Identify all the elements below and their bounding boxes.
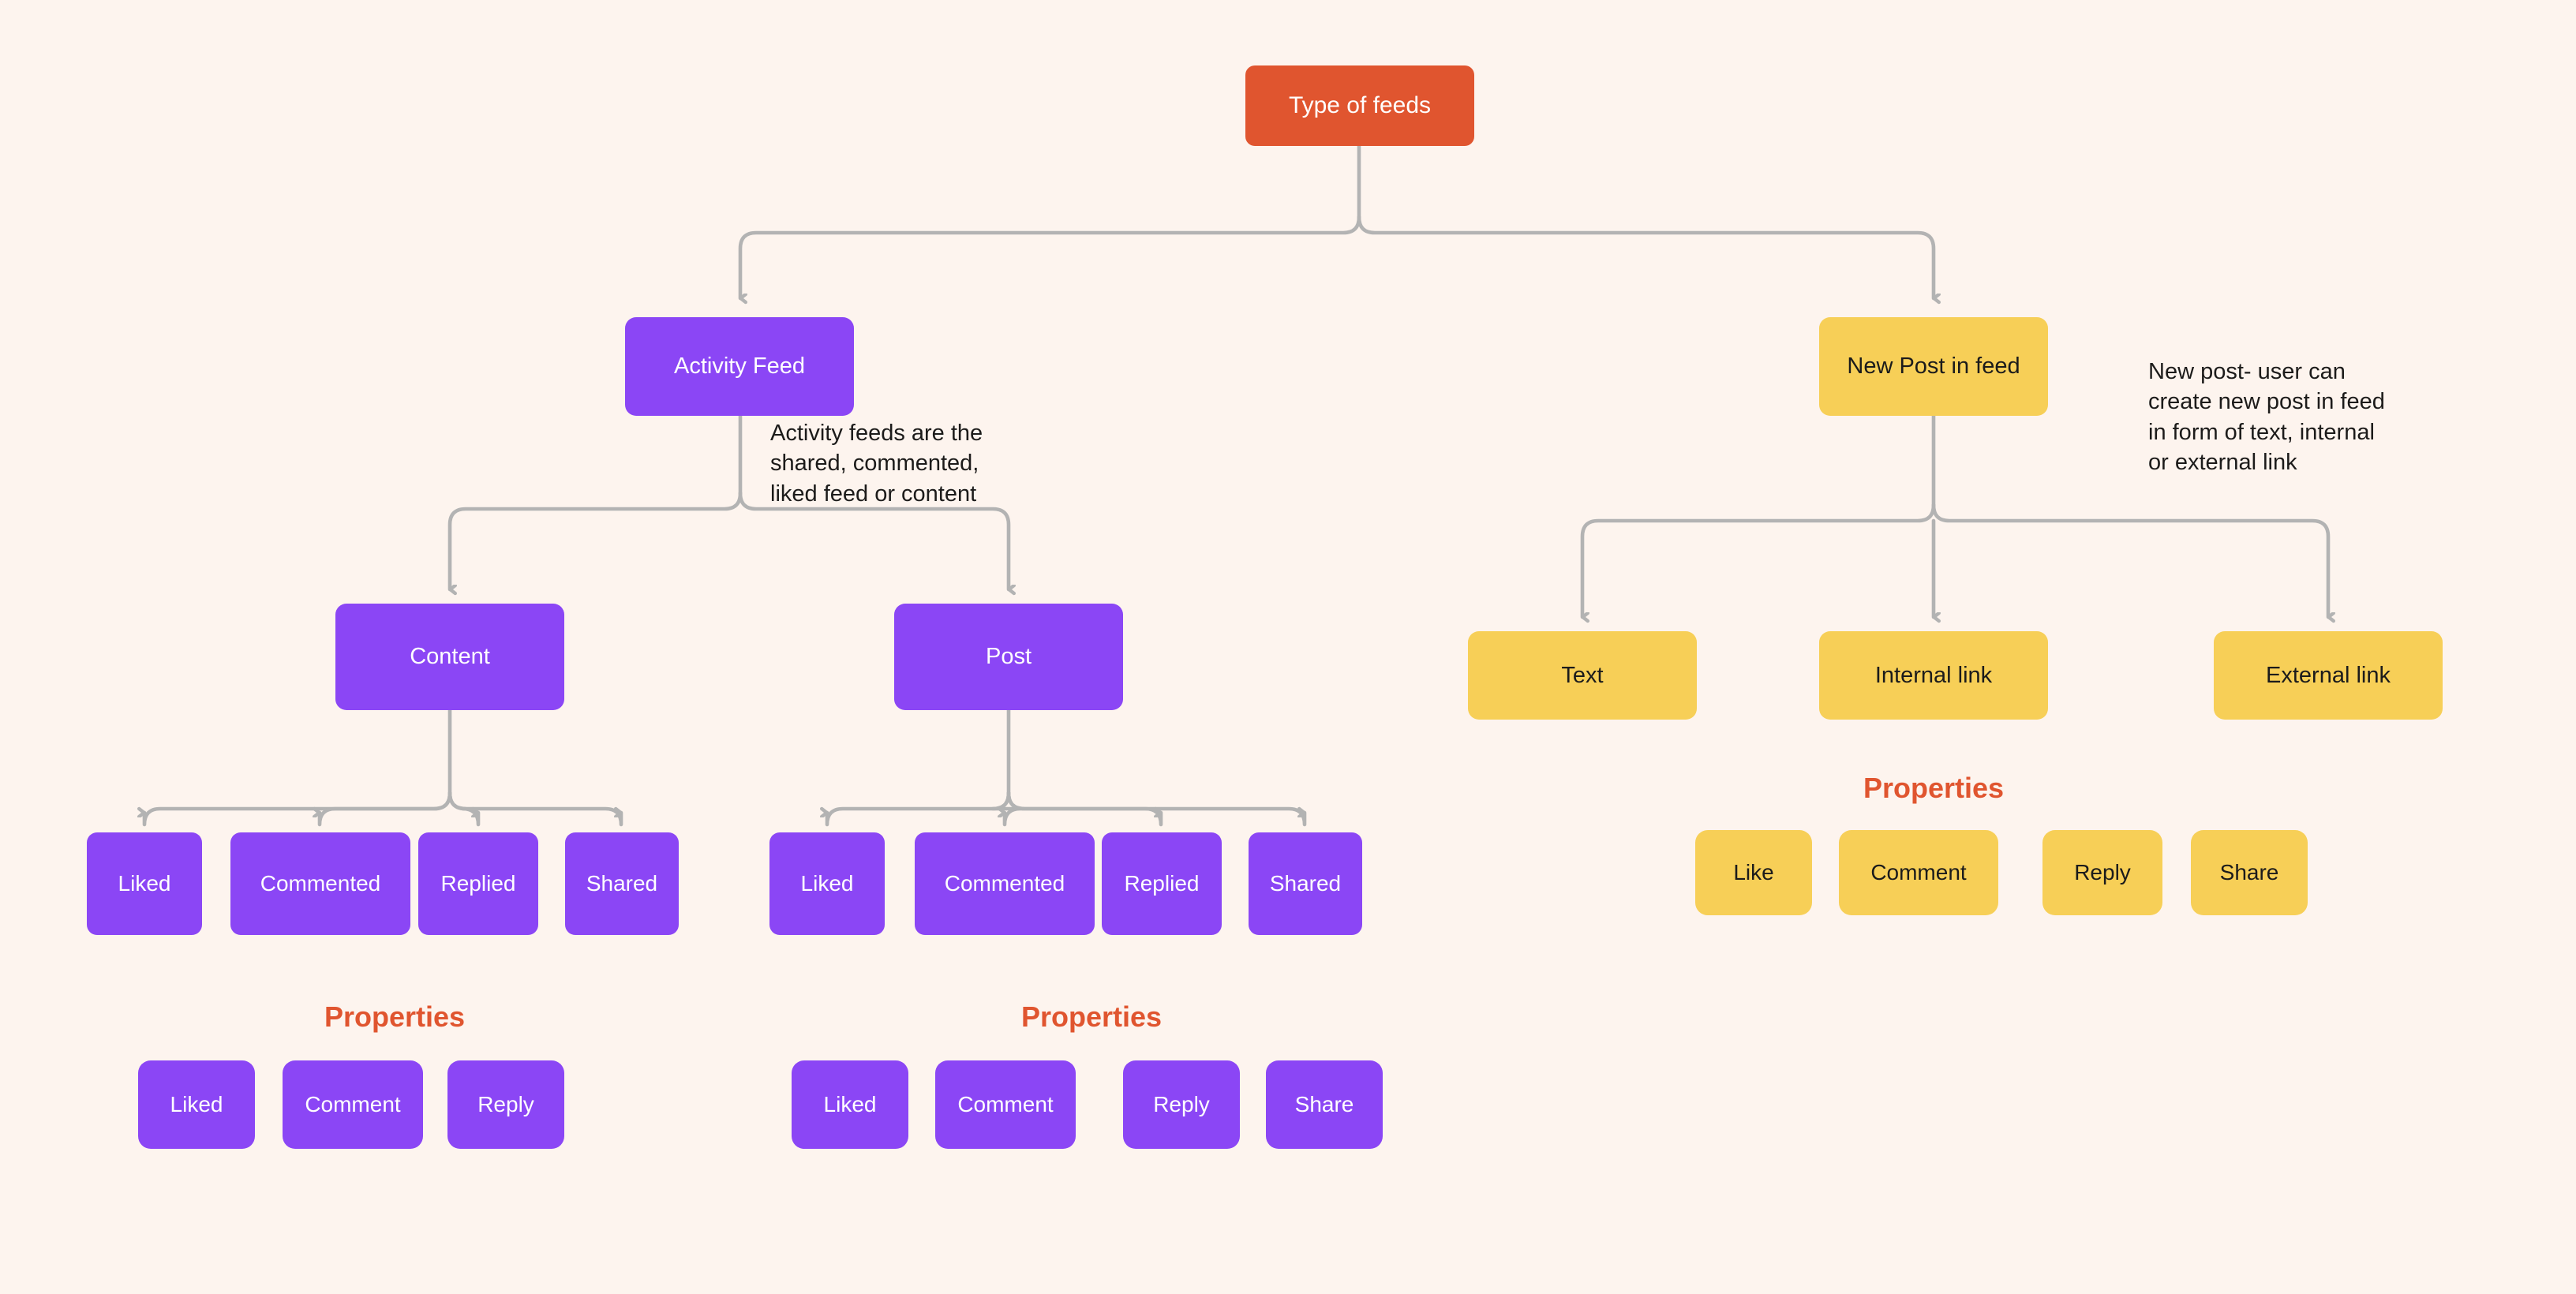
node-label: Liked bbox=[823, 1092, 877, 1117]
node-external-link[interactable]: External link bbox=[2214, 631, 2443, 720]
prop-content-liked[interactable]: Liked bbox=[138, 1060, 255, 1149]
node-label: Comment bbox=[957, 1092, 1054, 1117]
prop-new-post-like[interactable]: Like bbox=[1695, 830, 1812, 915]
annotation-new-post-in-feed: New post- user can create new post in fe… bbox=[2148, 359, 2385, 475]
node-label: Reply bbox=[477, 1092, 534, 1117]
prop-post-comment[interactable]: Comment bbox=[935, 1060, 1076, 1149]
node-new-post-in-feed[interactable]: New Post in feed bbox=[1819, 317, 2048, 416]
node-post[interactable]: Post bbox=[894, 604, 1123, 710]
node-label: Share bbox=[1294, 1092, 1354, 1117]
prop-post-share[interactable]: Share bbox=[1266, 1060, 1383, 1149]
node-label: Post bbox=[985, 644, 1032, 670]
node-label: Internal link bbox=[1874, 662, 1993, 688]
node-label: Liked bbox=[800, 871, 854, 896]
node-label: Comment bbox=[305, 1092, 401, 1117]
node-content-replied[interactable]: Replied bbox=[418, 832, 538, 935]
node-activity-feed[interactable]: Activity Feed bbox=[625, 317, 854, 416]
node-label: External link bbox=[2266, 662, 2391, 688]
node-content-shared[interactable]: Shared bbox=[565, 832, 679, 935]
node-content-liked[interactable]: Liked bbox=[87, 832, 202, 935]
node-label: Replied bbox=[1124, 871, 1200, 896]
node-label: Type of feeds bbox=[1288, 92, 1432, 118]
prop-new-post-share[interactable]: Share bbox=[2191, 830, 2308, 915]
node-label: Content bbox=[410, 644, 490, 670]
node-label: Liked bbox=[118, 871, 171, 896]
node-content[interactable]: Content bbox=[335, 604, 564, 710]
annotation-activity-feed: Activity feeds are the shared, commented… bbox=[770, 421, 983, 507]
node-label: Comment bbox=[1870, 860, 1967, 885]
node-post-shared[interactable]: Shared bbox=[1249, 832, 1362, 935]
node-content-commented[interactable]: Commented bbox=[230, 832, 410, 935]
node-post-commented[interactable]: Commented bbox=[915, 832, 1095, 935]
node-post-liked[interactable]: Liked bbox=[769, 832, 885, 935]
node-label: Shared bbox=[1269, 871, 1342, 896]
properties-title-post: Properties bbox=[1020, 1000, 1163, 1033]
node-label: Replied bbox=[440, 871, 516, 896]
node-text[interactable]: Text bbox=[1468, 631, 1697, 720]
node-label: Like bbox=[1733, 860, 1774, 885]
node-label: Commented bbox=[944, 871, 1065, 896]
node-type-of-feeds[interactable]: Type of feeds bbox=[1245, 65, 1474, 146]
node-label: New Post in feed bbox=[1847, 353, 2020, 380]
prop-post-reply[interactable]: Reply bbox=[1123, 1060, 1240, 1149]
node-label: Reply bbox=[2074, 860, 2131, 885]
prop-new-post-reply[interactable]: Reply bbox=[2042, 830, 2162, 915]
prop-post-liked[interactable]: Liked bbox=[792, 1060, 908, 1149]
prop-content-reply[interactable]: Reply bbox=[447, 1060, 564, 1149]
node-post-replied[interactable]: Replied bbox=[1102, 832, 1222, 935]
node-label: Activity Feed bbox=[674, 353, 805, 380]
node-label: Liked bbox=[170, 1092, 223, 1117]
node-label: Commented bbox=[260, 871, 381, 896]
node-internal-link[interactable]: Internal link bbox=[1819, 631, 2048, 720]
prop-content-comment[interactable]: Comment bbox=[283, 1060, 423, 1149]
node-label: Reply bbox=[1153, 1092, 1210, 1117]
node-label: Share bbox=[2219, 860, 2279, 885]
properties-title-new-post: Properties bbox=[1863, 772, 2005, 804]
node-label: Text bbox=[1561, 662, 1604, 688]
node-label: Shared bbox=[586, 871, 658, 896]
properties-title-content: Properties bbox=[324, 1000, 466, 1033]
prop-new-post-comment[interactable]: Comment bbox=[1839, 830, 1998, 915]
